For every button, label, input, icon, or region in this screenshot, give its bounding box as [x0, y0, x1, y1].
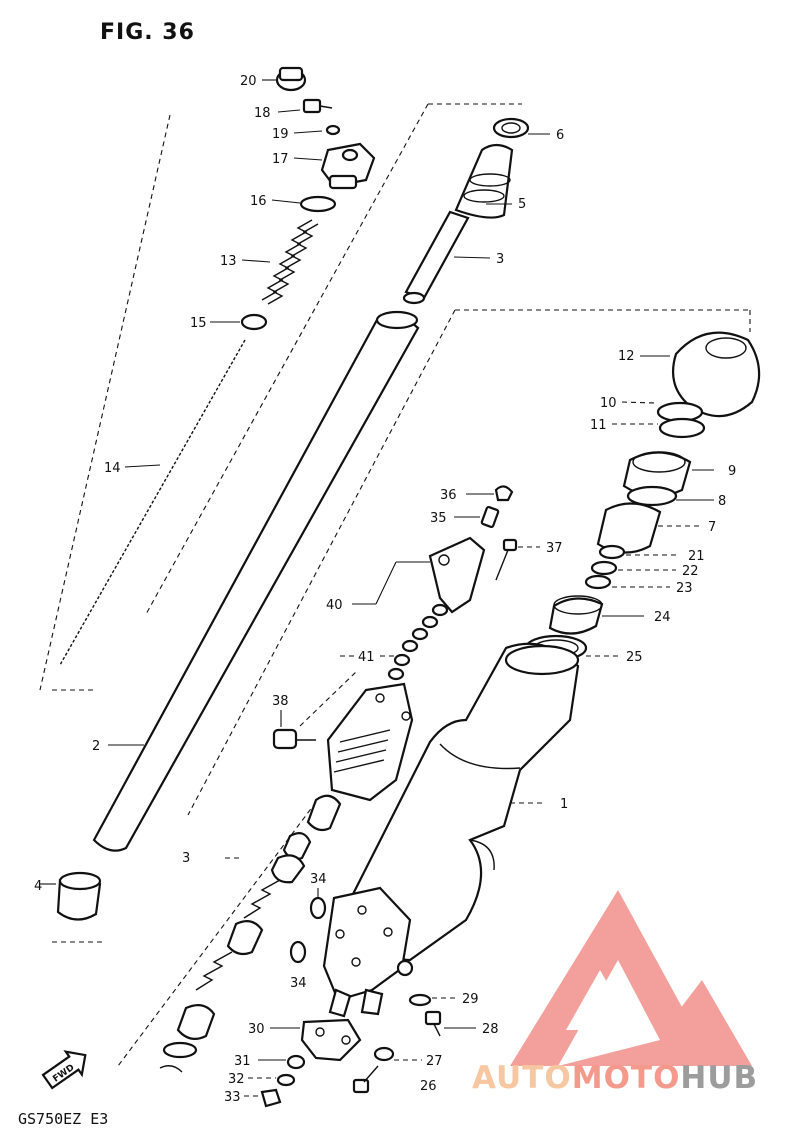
part-18-screw — [277, 98, 333, 114]
callout-8: 8 — [718, 494, 726, 509]
part-15-washer — [210, 313, 268, 331]
callout-19: 19 — [272, 127, 289, 142]
part-35-bleed-screw — [454, 505, 500, 529]
part-2-inner-tube — [92, 310, 420, 852]
callout-36: 36 — [440, 488, 457, 503]
watermark-auto: AUTO — [472, 1060, 572, 1096]
callout-26: 26 — [420, 1079, 437, 1094]
callout-4: 4 — [34, 879, 42, 894]
callout-20: 20 — [240, 74, 257, 89]
watermark-logo — [510, 890, 752, 1066]
watermark-moto: MOTO — [571, 1060, 681, 1096]
part-17-cap-bolt — [293, 142, 376, 190]
part-40-valve-housing — [352, 536, 486, 614]
callout-3-upper: 3 — [496, 252, 504, 267]
callout-31: 31 — [234, 1054, 251, 1069]
part-14-long-spring — [59, 339, 252, 671]
forward-direction-arrow: FWD — [41, 1050, 87, 1090]
callout-27: 27 — [426, 1054, 443, 1069]
part-4-bushing — [40, 871, 102, 921]
callout-40: 40 — [326, 598, 343, 613]
middle-group-bracket — [144, 103, 522, 617]
callout-11: 11 — [590, 418, 607, 433]
callout-17: 17 — [272, 152, 289, 167]
callout-2: 2 — [92, 739, 100, 754]
callout-34-lower: 34 — [290, 976, 307, 991]
part-1-outer-tube — [348, 642, 580, 962]
callout-16: 16 — [250, 194, 267, 209]
callout-1: 1 — [560, 797, 568, 812]
callout-29: 29 — [462, 992, 479, 1007]
callout-25: 25 — [626, 650, 643, 665]
callout-32: 32 — [228, 1072, 245, 1087]
part-3-damper-rod — [402, 210, 491, 305]
callout-10: 10 — [600, 396, 617, 411]
part-19-washer — [293, 124, 341, 136]
callout-9: 9 — [728, 464, 736, 479]
model-code: GS750EZ E3 — [18, 1110, 109, 1128]
axle-bracket — [322, 886, 414, 1018]
callout-33: 33 — [224, 1090, 241, 1105]
part-26-bolt — [352, 1065, 379, 1094]
part-6-seal — [492, 117, 550, 139]
callout-41: 41 — [358, 650, 375, 665]
part-38-anti-dive-body — [272, 671, 414, 802]
callout-35: 35 — [430, 511, 447, 526]
part-37-bolt — [495, 538, 540, 581]
left-group-bracket — [39, 114, 171, 691]
part-12-dust-boot — [640, 331, 761, 418]
part-10-11-rings — [612, 401, 706, 439]
callout-3-lower: 3 — [182, 851, 190, 866]
callout-24: 24 — [654, 610, 671, 625]
part-13-spring — [241, 219, 319, 305]
part-20-cap — [262, 66, 307, 92]
right-group-bracket — [187, 309, 751, 816]
part-30-cover — [270, 1018, 362, 1062]
callout-38: 38 — [272, 694, 289, 709]
watermark-hub: HUB — [680, 1060, 759, 1096]
part-31-33-fasteners — [244, 1054, 306, 1108]
part-24-seat — [548, 595, 644, 635]
part-41-o-rings — [340, 603, 449, 681]
callout-30: 30 — [248, 1022, 265, 1037]
figure-title: FIG. 36 — [100, 20, 195, 45]
part-28-bolt — [424, 1010, 476, 1037]
callout-15: 15 — [190, 316, 207, 331]
callout-28: 28 — [482, 1022, 499, 1037]
callout-22: 22 — [682, 564, 699, 579]
callout-5: 5 — [518, 197, 526, 212]
part-21-23-washers — [584, 544, 680, 590]
callout-34-upper: 34 — [310, 872, 327, 887]
callout-13: 13 — [220, 254, 237, 269]
part-36-cap — [466, 485, 514, 502]
callout-6: 6 — [556, 128, 564, 143]
part-27-washer — [373, 1046, 422, 1062]
callout-21: 21 — [688, 549, 705, 564]
part-8-washer — [626, 485, 714, 507]
callout-18: 18 — [254, 106, 271, 121]
callout-14: 14 — [104, 461, 121, 476]
watermark-text: AUTOMOTOHUB — [472, 1060, 758, 1096]
part-34-o-rings — [289, 888, 327, 964]
callout-12: 12 — [618, 349, 635, 364]
damper-sub-assembly — [117, 794, 342, 1073]
callout-labels: 20 18 19 17 16 13 15 14 2 4 6 5 3 3 12 1… — [34, 74, 736, 1105]
callout-7: 7 — [708, 520, 716, 535]
part-29-washer — [408, 993, 456, 1007]
part-16-o-ring — [271, 195, 337, 213]
part-5-piston-ring — [454, 143, 514, 219]
callout-37: 37 — [546, 541, 563, 556]
callout-23: 23 — [676, 581, 693, 596]
